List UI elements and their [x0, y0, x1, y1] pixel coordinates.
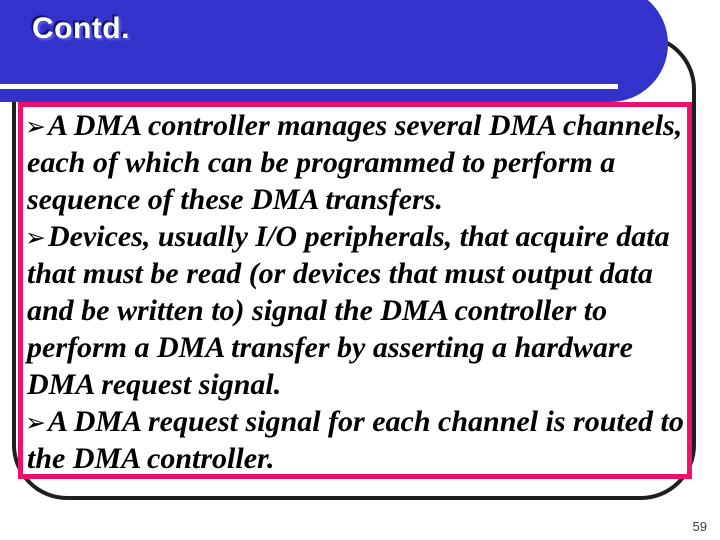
bullet-arrow-icon: ➢	[25, 408, 46, 437]
line-text: Devices, usually I/O peripherals, that a…	[47, 220, 670, 253]
text-line: each of which can be programmed to perfo…	[25, 145, 687, 182]
text-line: sequence of these DMA transfers.	[25, 182, 687, 219]
text-line: DMA request signal.	[25, 367, 687, 404]
content-box: ➢A DMA controller manages several DMA ch…	[18, 102, 692, 479]
line-text: that must be read (or devices that must …	[27, 257, 653, 290]
bullet-line: ➢A DMA controller manages several DMA ch…	[25, 108, 687, 145]
line-text: A DMA request signal for each channel is…	[47, 405, 684, 438]
text-line: the DMA controller.	[25, 441, 687, 478]
line-text: A DMA controller manages several DMA cha…	[47, 109, 683, 142]
title-banner: Contd.	[0, 0, 668, 102]
text-line: that must be read (or devices that must …	[25, 256, 687, 293]
line-text: perform a DMA transfer by asserting a ha…	[27, 331, 633, 364]
text-line: perform a DMA transfer by asserting a ha…	[25, 330, 687, 367]
title-underline	[0, 84, 618, 89]
line-text: sequence of these DMA transfers.	[27, 183, 443, 216]
text-line: and be written to) signal the DMA contro…	[25, 293, 687, 330]
bullet-line: ➢A DMA request signal for each channel i…	[25, 404, 687, 441]
page-number: 59	[692, 519, 707, 534]
bullet-line: ➢Devices, usually I/O peripherals, that …	[25, 219, 687, 256]
line-text: each of which can be programmed to perfo…	[27, 146, 616, 179]
line-text: DMA request signal.	[27, 368, 282, 401]
line-text: the DMA controller.	[27, 442, 275, 475]
bullet-arrow-icon: ➢	[25, 112, 46, 141]
bullet-arrow-icon: ➢	[25, 223, 46, 252]
slide-title: Contd.	[32, 12, 130, 45]
line-text: and be written to) signal the DMA contro…	[27, 294, 608, 327]
